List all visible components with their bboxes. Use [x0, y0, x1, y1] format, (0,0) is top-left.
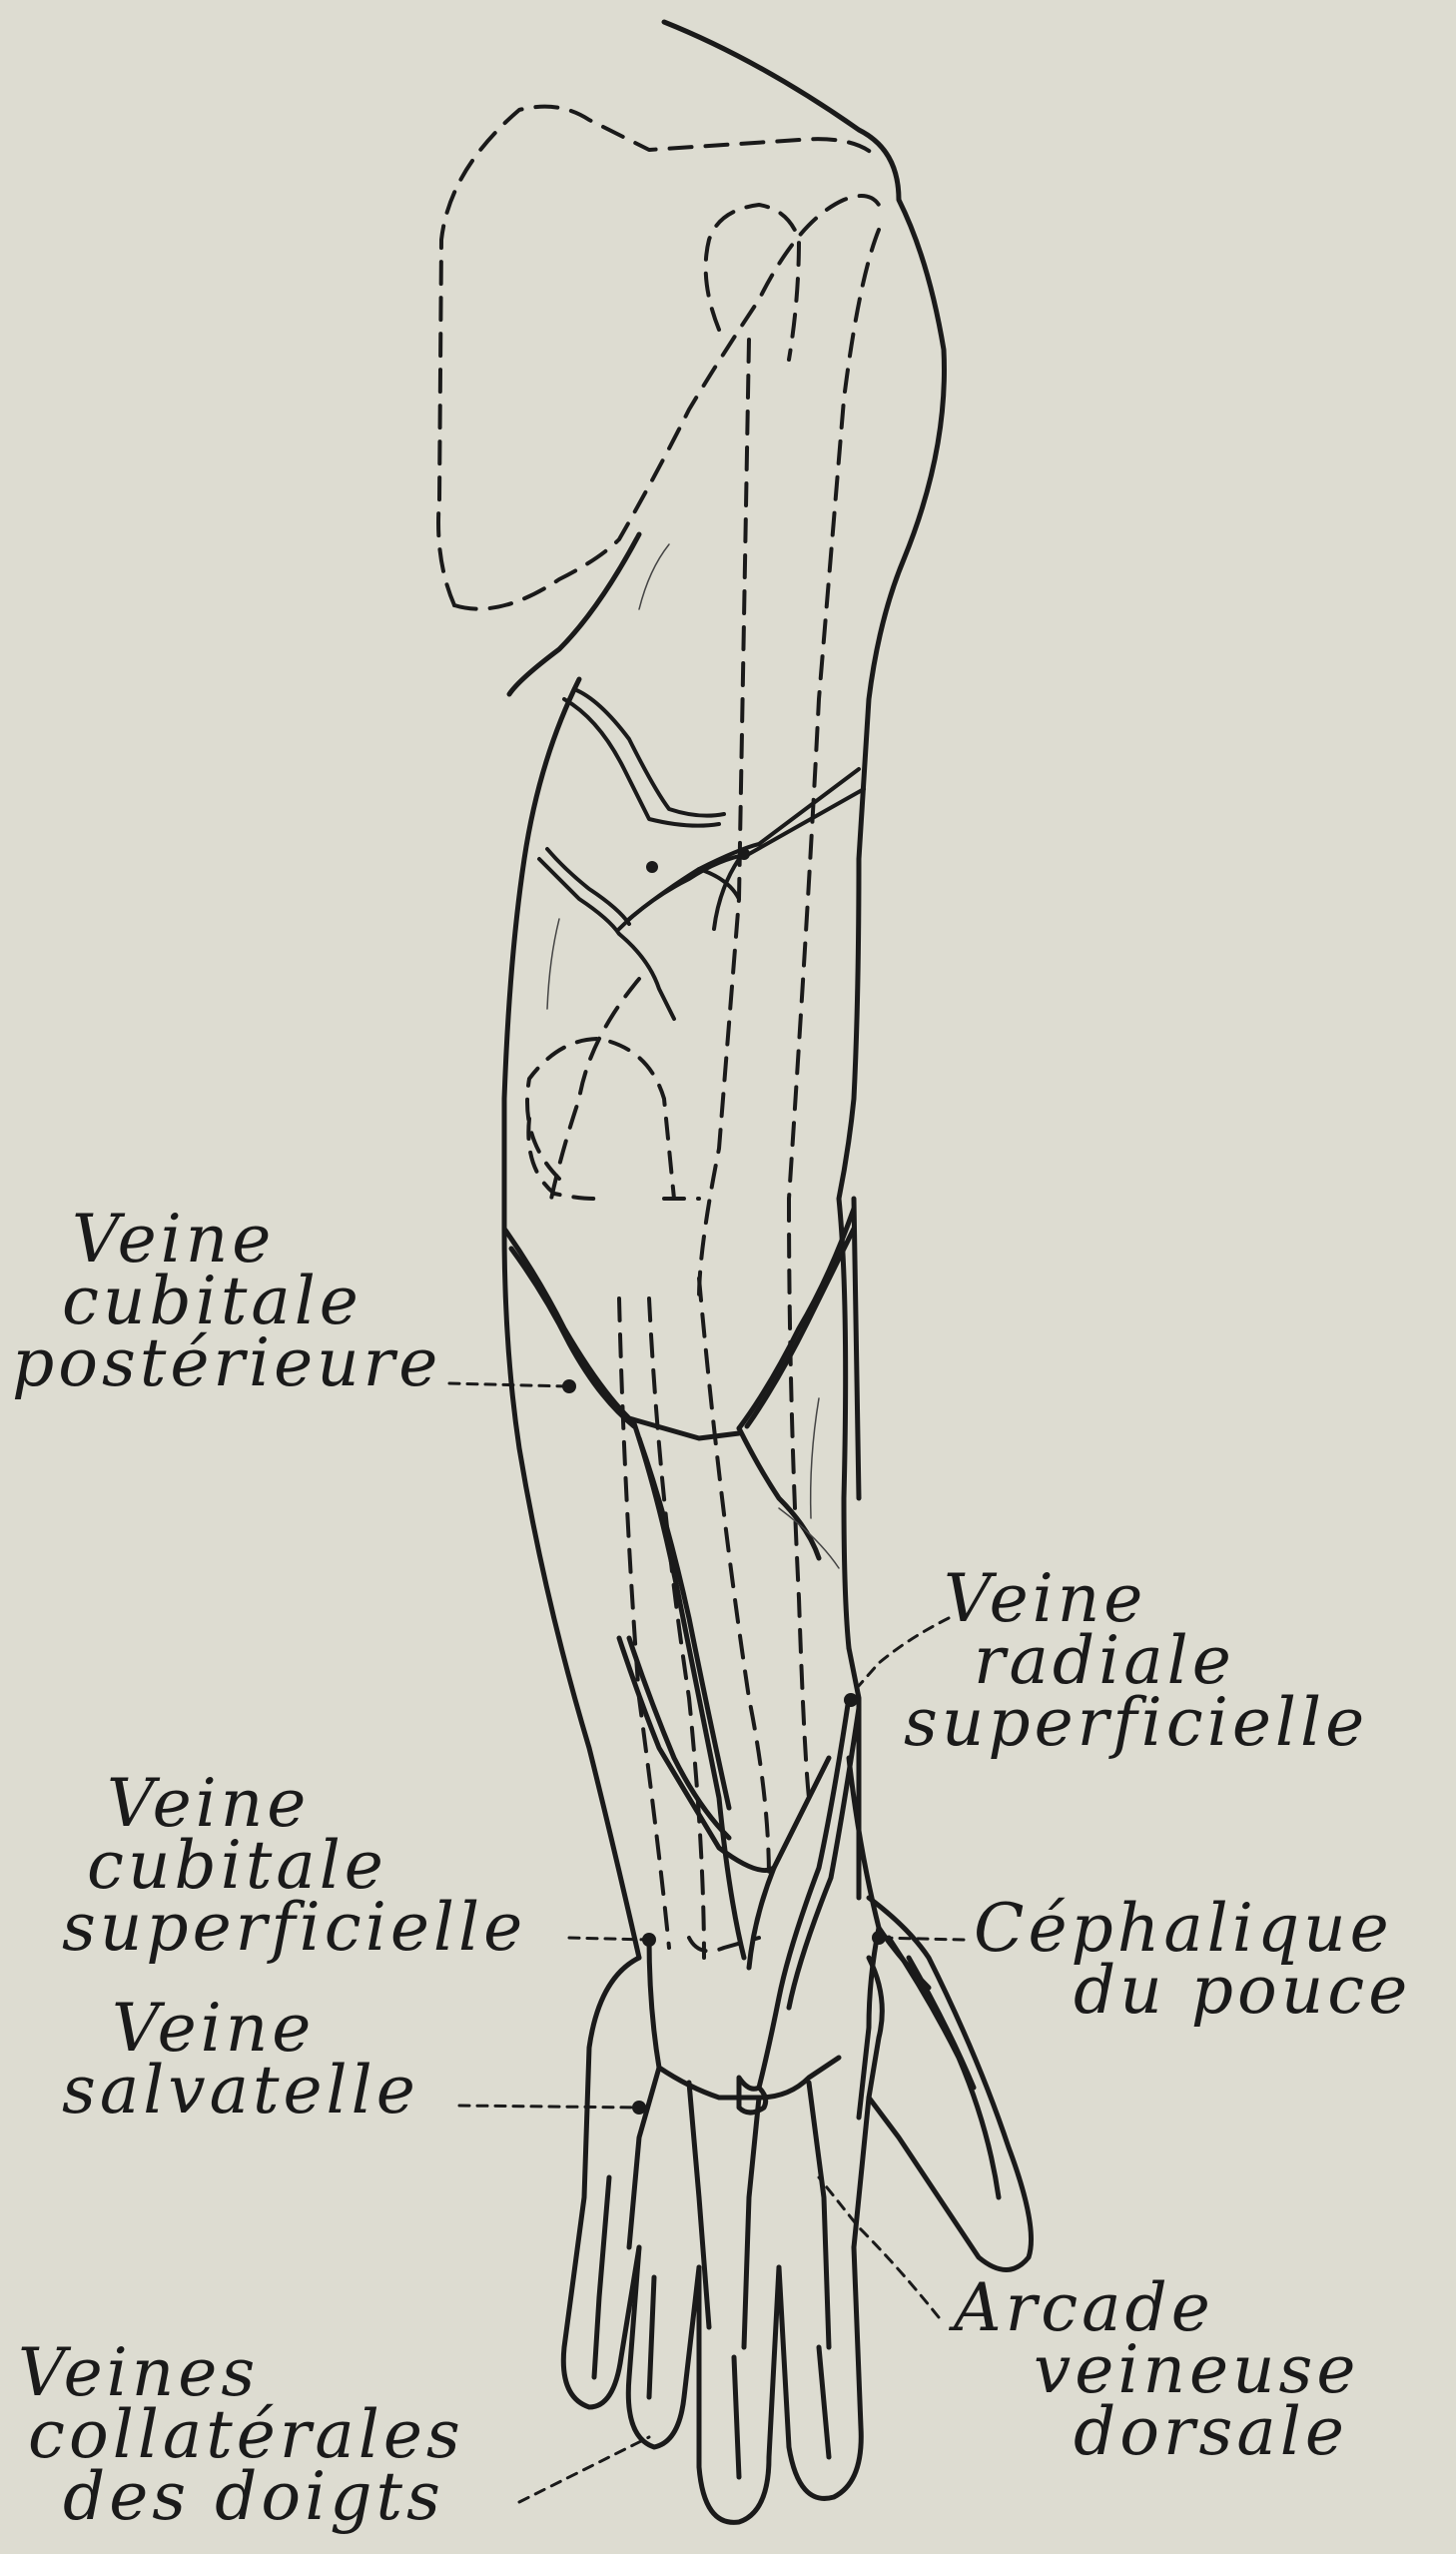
label-cephalique-du-pouce: Céphalique du pouce — [974, 1898, 1433, 2022]
label-line: radiale — [904, 1630, 1423, 1692]
label-line: dorsale — [954, 2401, 1423, 2463]
label-veine-cubitale-posterieure: Veine cubitale postérieure — [12, 1209, 451, 1394]
label-line: Veine — [904, 1568, 1423, 1630]
label-line: collatérales — [18, 2404, 537, 2466]
label-line: Veine — [12, 1209, 451, 1271]
label-line: superficielle — [62, 1897, 581, 1959]
label-line: Veine — [62, 1773, 581, 1835]
label-veine-cubitale-superficielle: Veine cubitale superficielle — [62, 1773, 581, 1959]
label-veine-radiale-superficielle: Veine radiale superficielle — [904, 1568, 1423, 1754]
label-line: salvatelle — [62, 2060, 461, 2122]
label-veine-salvatelle: Veine salvatelle — [62, 1998, 461, 2122]
elbow-outline-dashed — [527, 1039, 699, 1199]
label-line: postérieure — [12, 1332, 451, 1394]
label-line: Céphalique — [974, 1898, 1433, 1960]
label-arcade-veineuse-dorsale: Arcade veineuse dorsale — [954, 2277, 1423, 2463]
label-line: cubitale — [12, 1271, 451, 1332]
junction-dots — [562, 848, 886, 2115]
label-line: veineuse — [954, 2339, 1423, 2401]
label-line: Veine — [62, 1998, 461, 2060]
label-line: Arcade — [954, 2277, 1423, 2339]
label-line: des doigts — [18, 2466, 537, 2528]
label-line: du pouce — [974, 1960, 1433, 2022]
label-line: superficielle — [904, 1692, 1423, 1754]
label-veines-collaterales-des-doigts: Veines collatérales des doigts — [18, 2342, 537, 2528]
label-line: cubitale — [62, 1835, 581, 1897]
label-line: Veines — [18, 2342, 537, 2404]
arm-outline — [504, 22, 945, 1958]
